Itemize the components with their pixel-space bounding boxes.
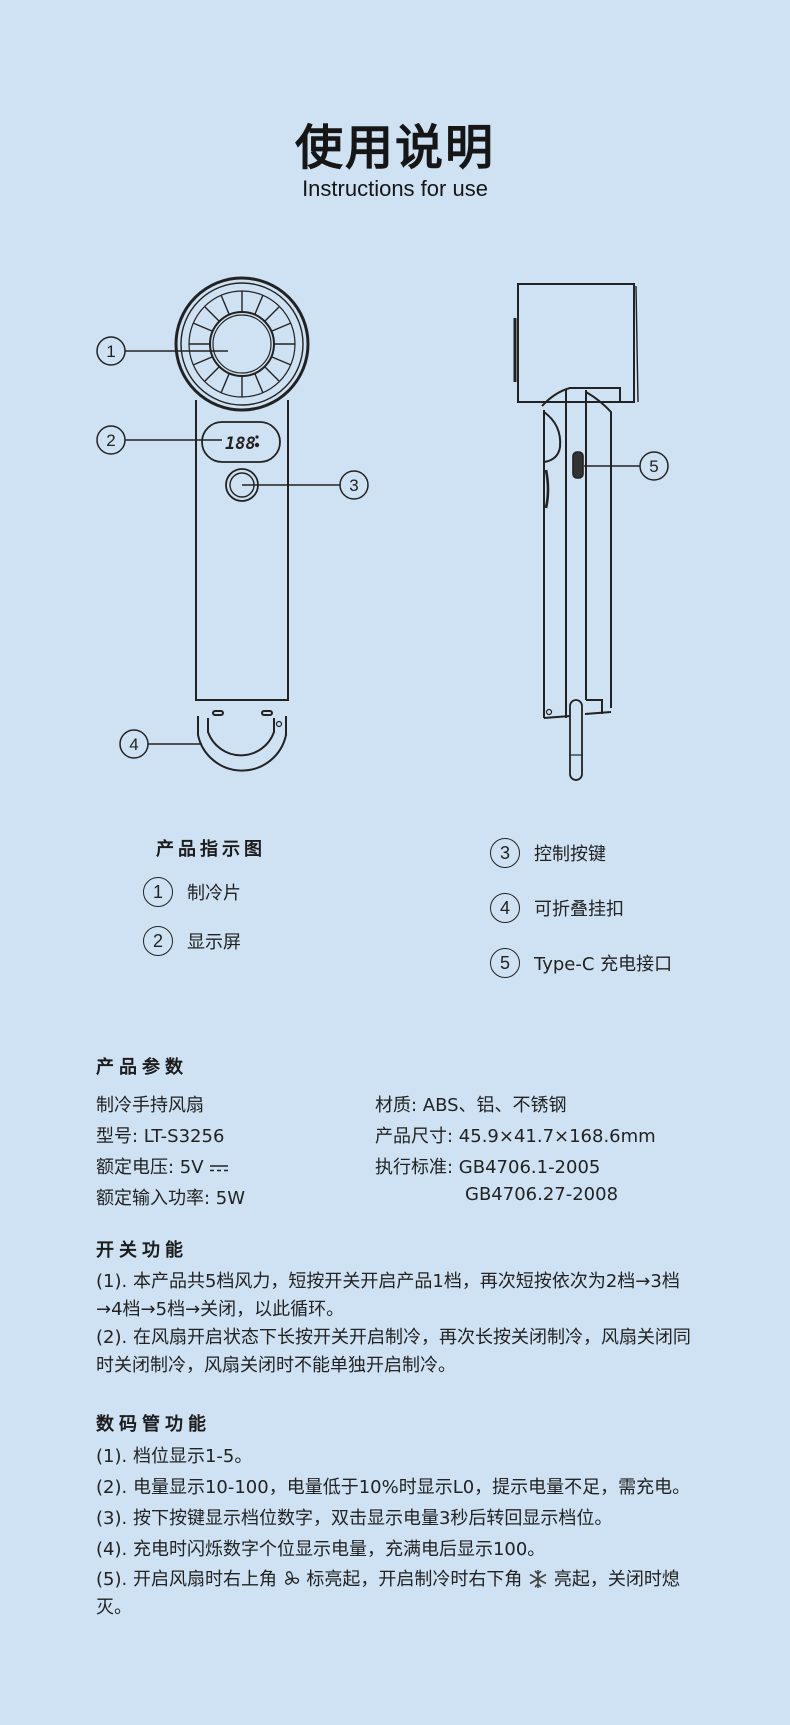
legend-number: 4: [490, 893, 520, 923]
svg-text:4: 4: [129, 735, 138, 754]
legend-label: 可折叠挂扣: [534, 899, 624, 920]
display-function-p3: (3). 按下按键显示档位数字，双击显示电量3秒后转回显示档位。: [96, 1508, 613, 1529]
dc-symbol-icon: [209, 1165, 228, 1172]
page-title: 使用说明: [294, 120, 495, 176]
display-function-p4: (4). 充电时闪烁数字个位显示电量，充满电后显示100。: [96, 1539, 546, 1560]
param-material: 材质: ABS、铝、不锈钢: [375, 1095, 567, 1116]
display-function-p5: (5). 开启风扇时右上角 标亮起，开启制冷时右下角 亮起，关闭时熄灭。: [96, 1569, 680, 1618]
svg-text:2: 2: [106, 431, 115, 450]
legend-label: 控制按键: [534, 844, 606, 865]
legend-item-cooling-plate: 1 制冷片: [143, 877, 241, 907]
display-function-p2: (2). 电量显示10-100，电量低于10%时显示L0，提示电量不足，需充电。: [96, 1477, 691, 1498]
front-view-illustration: 188: [174, 276, 310, 772]
fan-icon: [284, 1571, 299, 1585]
legend-number: 1: [143, 877, 173, 907]
legend-number: 5: [490, 948, 520, 978]
legend-label: Type-C 充电接口: [534, 954, 673, 975]
param-product-name: 制冷手持风扇: [96, 1095, 204, 1116]
legend-title: 产品指示图: [156, 839, 266, 860]
front-callouts: [96, 336, 369, 759]
side-view-illustration: [513, 283, 639, 781]
page-subtitle: Instructions for use: [302, 176, 488, 201]
switch-function-title: 开关功能: [96, 1240, 188, 1261]
param-standard: 执行标准: GB4706.1-2005: [375, 1157, 601, 1178]
legend-label: 制冷片: [187, 883, 241, 904]
legend-item-display: 2 显示屏: [143, 926, 241, 956]
display-function-p1: (1). 档位显示1-5。: [96, 1446, 253, 1467]
legend-item-foldable-hook: 4 可折叠挂扣: [490, 893, 624, 923]
legend-number: 3: [490, 838, 520, 868]
side-callouts: [584, 451, 669, 481]
svg-text:188: 188: [225, 434, 256, 454]
params-title: 产品参数: [96, 1057, 188, 1078]
param-standard-2: GB4706.27-2008: [465, 1184, 619, 1205]
legend-number: 2: [143, 926, 173, 956]
param-power: 额定输入功率: 5W: [96, 1188, 246, 1209]
switch-function-p2: (2). 在风扇开启状态下长按开关开启制冷，再次长按关闭制冷，风扇关闭同时关闭制…: [96, 1327, 691, 1376]
param-model: 型号: LT-S3256: [96, 1126, 225, 1147]
svg-text:5: 5: [649, 457, 658, 476]
legend-label: 显示屏: [187, 932, 241, 953]
product-diagram: 188 1 2 3 4: [96, 276, 669, 781]
legend-item-typec-port: 5 Type-C 充电接口: [490, 948, 672, 978]
param-size: 产品尺寸: 45.9×41.7×168.6mm: [375, 1126, 656, 1147]
svg-text:3: 3: [349, 476, 358, 495]
snowflake-icon: [529, 1570, 547, 1588]
switch-function-p1: (1). 本产品共5档风力，短按开关开启产品1档，再次短按依次为2档→3档→4档…: [96, 1271, 680, 1320]
svg-text:1: 1: [106, 342, 115, 361]
param-voltage: 额定电压: 5V: [96, 1153, 228, 1179]
legend-item-control-button: 3 控制按键: [490, 838, 606, 868]
display-function-title: 数码管功能: [96, 1414, 211, 1435]
